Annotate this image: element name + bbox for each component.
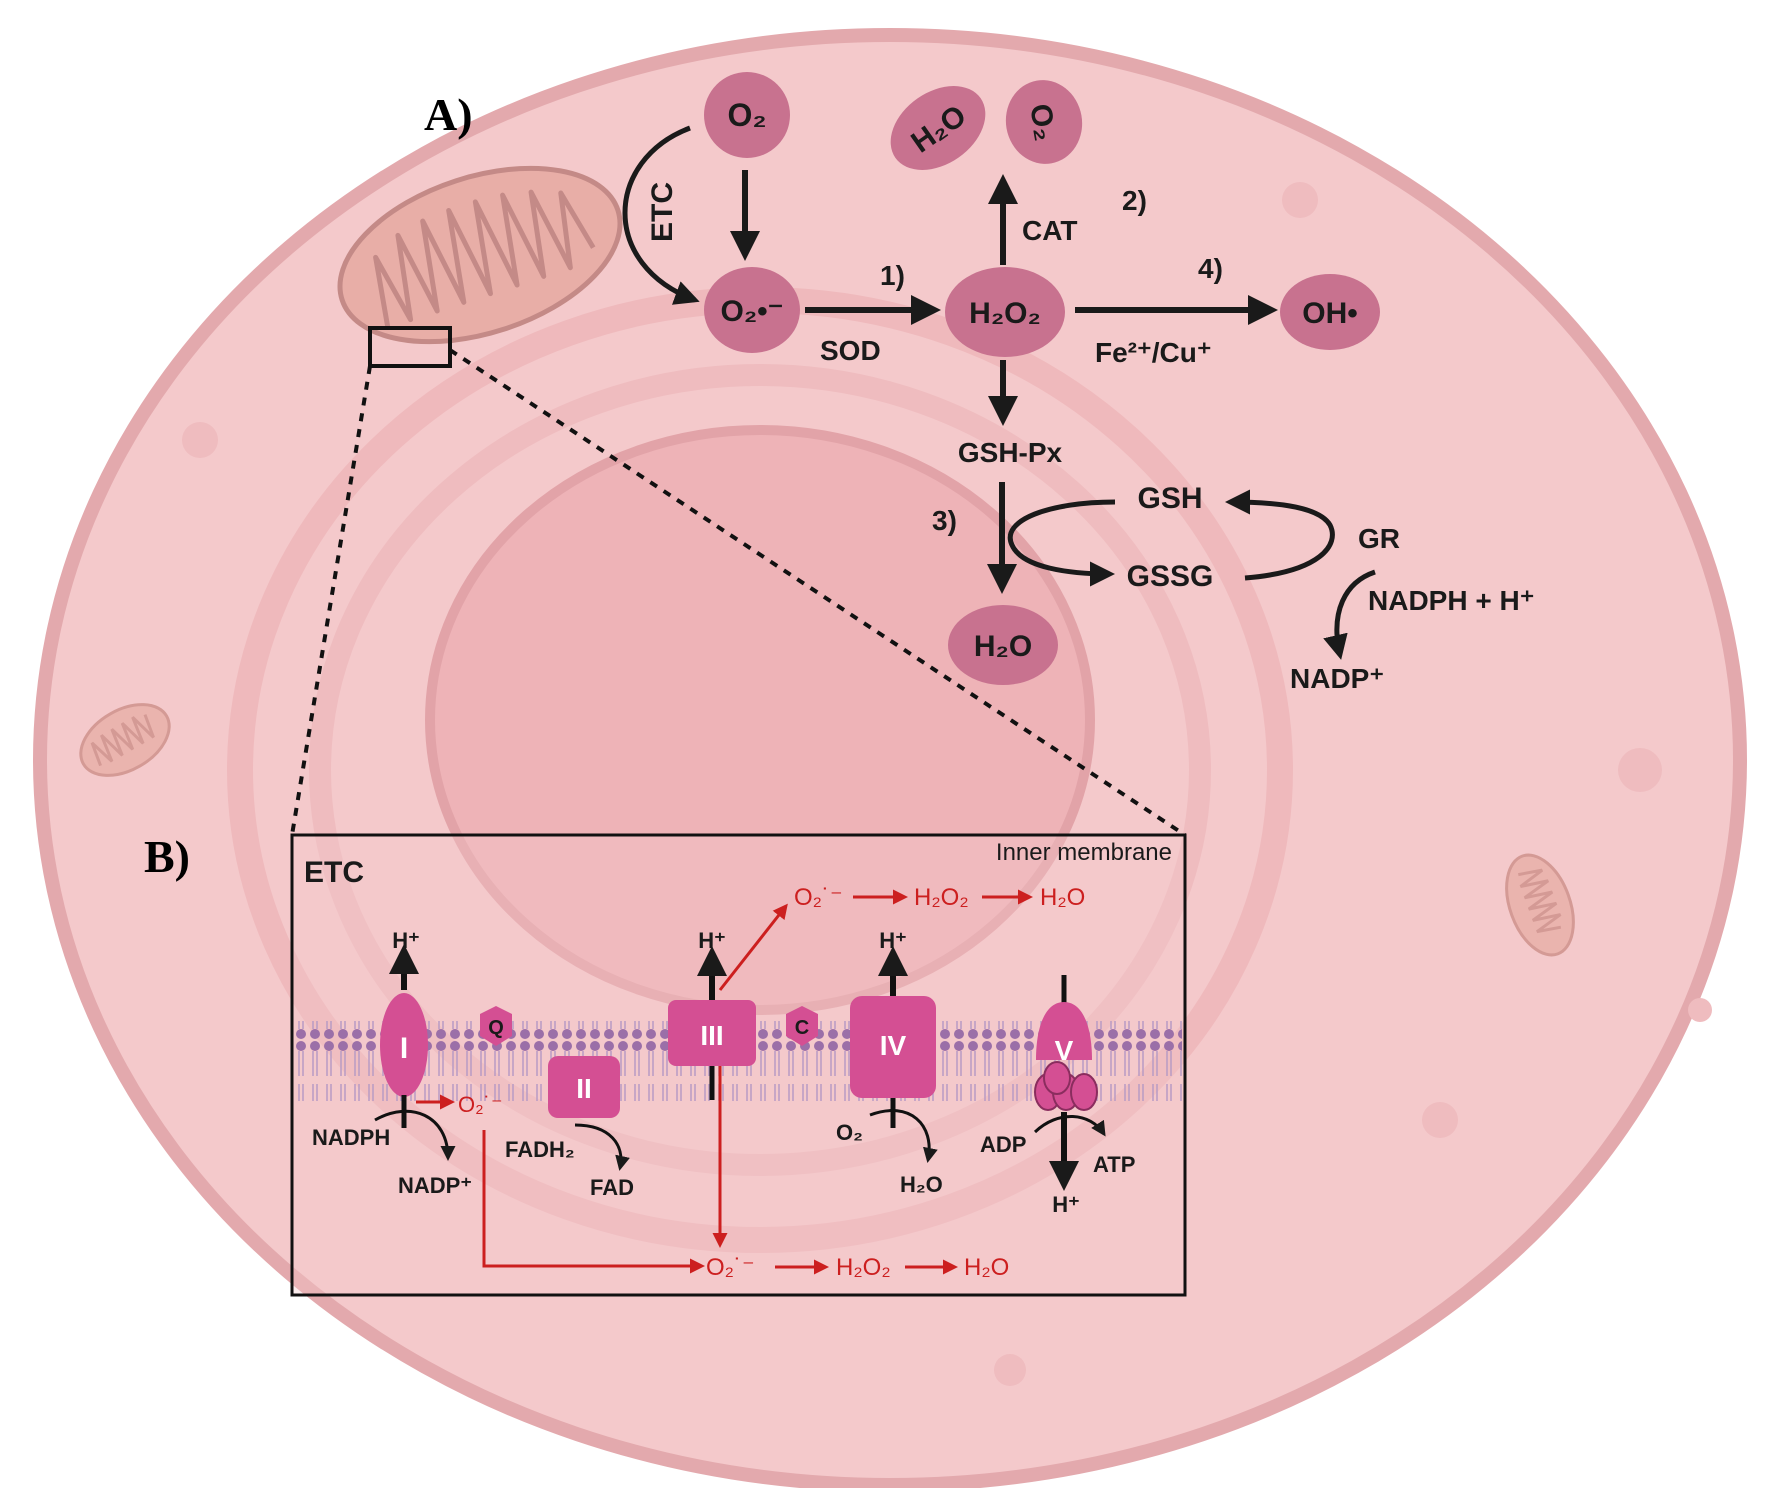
complex-iii-proton-label: H⁺ bbox=[698, 928, 726, 953]
fadh2-label: FADH₂ bbox=[505, 1137, 575, 1162]
complex-iv-label: IV bbox=[880, 1030, 907, 1061]
matrix-water-label: H₂O bbox=[964, 1254, 1009, 1281]
nadp-inset-label: NADP⁺ bbox=[398, 1173, 472, 1198]
sod-label: SOD bbox=[820, 335, 881, 366]
inset-title: ETC bbox=[304, 856, 364, 889]
complex-ii bbox=[548, 1056, 620, 1118]
complex-iii-ims-arrow bbox=[718, 903, 788, 991]
endoplasmic-reticulum-ring bbox=[309, 364, 1211, 1176]
superoxide-label: O₂•⁻ bbox=[720, 295, 783, 328]
ims-h2o2-label: H₂O₂ bbox=[914, 884, 969, 911]
matrix-ros-path bbox=[482, 1130, 705, 1274]
cytochrome-c-label: C bbox=[795, 1017, 809, 1039]
vesicle bbox=[1618, 748, 1662, 792]
ims-water-label: H₂O bbox=[1040, 884, 1085, 911]
complex-iv-water-label: H₂O bbox=[900, 1172, 943, 1197]
complex-v-proton-label: H⁺ bbox=[1052, 1192, 1080, 1217]
hydroxyl-radical-label: OH• bbox=[1302, 297, 1358, 330]
step4-label: 4) bbox=[1198, 253, 1223, 284]
step1-label: 1) bbox=[880, 260, 905, 291]
inner-membrane-label: Inner membrane bbox=[996, 839, 1172, 866]
nadph-arrow bbox=[1323, 569, 1376, 660]
complex-iii-label: III bbox=[700, 1020, 723, 1051]
small-mitochondrion-right bbox=[1505, 853, 1575, 957]
vesicle bbox=[1422, 1102, 1458, 1138]
nadp-label: NADP⁺ bbox=[1290, 663, 1384, 694]
nadph-to-nadp-arrow bbox=[374, 1109, 456, 1161]
gpx-label: GSH-Px bbox=[958, 437, 1063, 468]
small-mitochondrion-left bbox=[79, 703, 171, 777]
complex-i bbox=[380, 993, 428, 1097]
vesicle bbox=[1688, 998, 1712, 1022]
hydrogen-peroxide-label: H₂O₂ bbox=[969, 297, 1041, 330]
mitochondrion bbox=[337, 165, 623, 345]
oxygen-to-water-arrow bbox=[869, 1109, 938, 1163]
hydroxyl-radical-molecule bbox=[1280, 274, 1380, 350]
oxygen-cat-molecule: O₂ bbox=[1005, 80, 1083, 164]
zoom-line-right bbox=[448, 348, 1187, 837]
water-cat-molecule: H₂O bbox=[890, 86, 986, 170]
gr-label: GR bbox=[1358, 523, 1400, 554]
panel-label-b: B) bbox=[144, 831, 190, 882]
complex-iv-proton-label: H⁺ bbox=[879, 928, 907, 953]
etc-label: ETC bbox=[646, 182, 679, 242]
etc-arrow bbox=[622, 125, 700, 305]
oxygen-cat-label: O₂ bbox=[1023, 101, 1062, 143]
vesicle bbox=[994, 1354, 1026, 1386]
zoom-box bbox=[368, 326, 452, 368]
cytochrome-c bbox=[786, 1006, 818, 1046]
matrix-superoxide-label: O₂˙⁻ bbox=[706, 1254, 755, 1281]
complex-i-label: I bbox=[400, 1032, 408, 1065]
oxygen-label: O₂ bbox=[727, 97, 766, 133]
water-gpx-molecule bbox=[948, 605, 1058, 685]
complex-iii bbox=[668, 1000, 756, 1066]
ubiquinone bbox=[480, 1006, 512, 1046]
gssg-label: GSSG bbox=[1127, 560, 1214, 593]
fad-label: FAD bbox=[590, 1175, 634, 1200]
metal-ions-label: Fe²⁺/Cu⁺ bbox=[1095, 337, 1212, 368]
matrix-h2o2-label: H₂O₂ bbox=[836, 1254, 891, 1281]
adp-label: ADP bbox=[980, 1132, 1026, 1157]
atp-label: ATP bbox=[1093, 1152, 1135, 1177]
complex-ii-label: II bbox=[576, 1073, 592, 1104]
nadph-label: NADPH + H⁺ bbox=[1368, 585, 1534, 616]
cat-label: CAT bbox=[1022, 215, 1077, 246]
panel-label-a: A) bbox=[424, 89, 473, 140]
hydrogen-peroxide-molecule bbox=[945, 267, 1065, 357]
vesicle bbox=[182, 422, 218, 458]
step2-label: 2) bbox=[1122, 185, 1147, 216]
step3-label: 3) bbox=[932, 505, 957, 536]
complex-iv bbox=[850, 996, 936, 1098]
complex-i-proton-label: H⁺ bbox=[392, 928, 420, 953]
gsh-to-gssg-arrow bbox=[1007, 499, 1116, 587]
ubiquinone-label: Q bbox=[488, 1017, 504, 1039]
complex-iv-oxygen-label: O₂ bbox=[836, 1120, 863, 1145]
complex-i-superoxide-label: O₂˙⁻ bbox=[458, 1092, 503, 1117]
nucleus bbox=[425, 425, 1095, 1015]
water-gpx-label: H₂O bbox=[974, 630, 1032, 663]
complex-v-rotor bbox=[1070, 1073, 1098, 1111]
gr-arrow bbox=[1225, 489, 1335, 581]
oxygen-molecule bbox=[704, 72, 790, 158]
adp-to-atp-arrow bbox=[1033, 1115, 1106, 1137]
fadh2-to-fad-arrow bbox=[574, 1123, 630, 1171]
complex-v bbox=[1036, 1002, 1092, 1060]
complex-v-label: V bbox=[1055, 1035, 1074, 1066]
gsh-label: GSH bbox=[1137, 482, 1202, 515]
nadph-inset-label: NADPH bbox=[312, 1125, 390, 1150]
ims-superoxide-label: O₂˙⁻ bbox=[794, 884, 843, 911]
vesicle bbox=[1282, 182, 1318, 218]
complex-v-rotor bbox=[1043, 1061, 1071, 1095]
superoxide-molecule bbox=[704, 267, 800, 353]
